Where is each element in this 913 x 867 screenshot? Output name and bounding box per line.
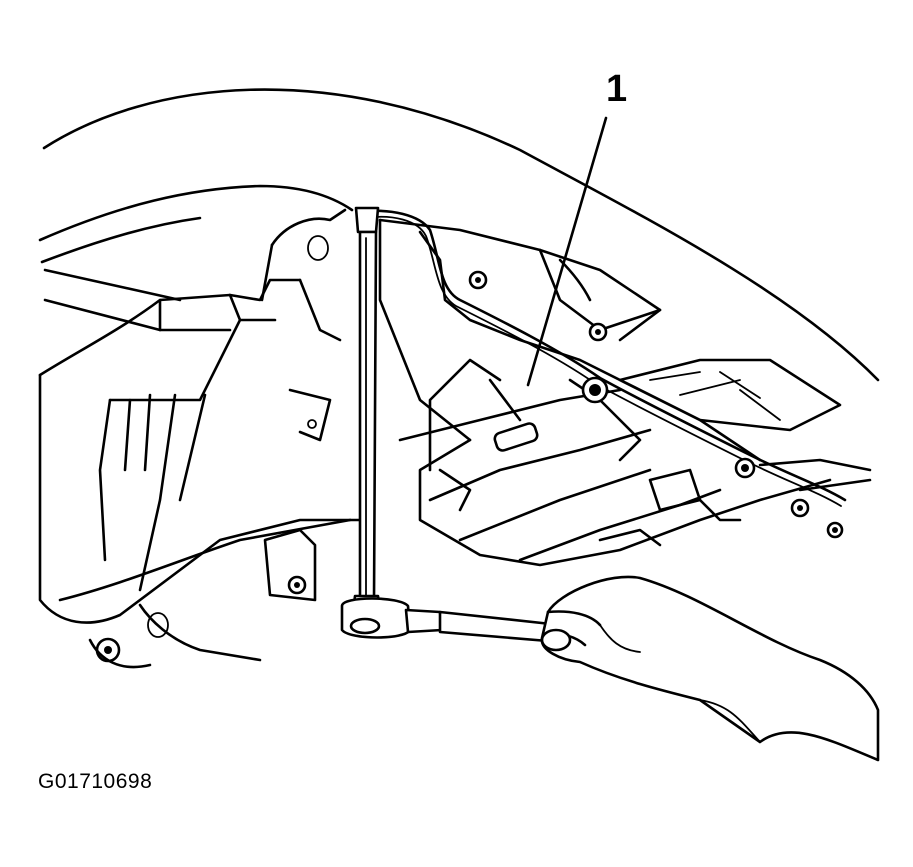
callout-1-label: 1 (606, 68, 628, 110)
fasteners (95, 270, 844, 663)
upper-bracket (260, 208, 347, 442)
lower-bracket (88, 528, 317, 669)
left-side-panel (38, 268, 362, 624)
ratchet-handle (340, 597, 562, 644)
right-heat-shield (618, 358, 872, 492)
figure-id: G01710698 (38, 770, 153, 793)
callout-1-leader (526, 116, 608, 387)
vehicle-body-outline (38, 88, 880, 382)
ratchet-extension (351, 206, 382, 614)
routed-line (358, 209, 847, 507)
technician-hand (540, 575, 880, 762)
